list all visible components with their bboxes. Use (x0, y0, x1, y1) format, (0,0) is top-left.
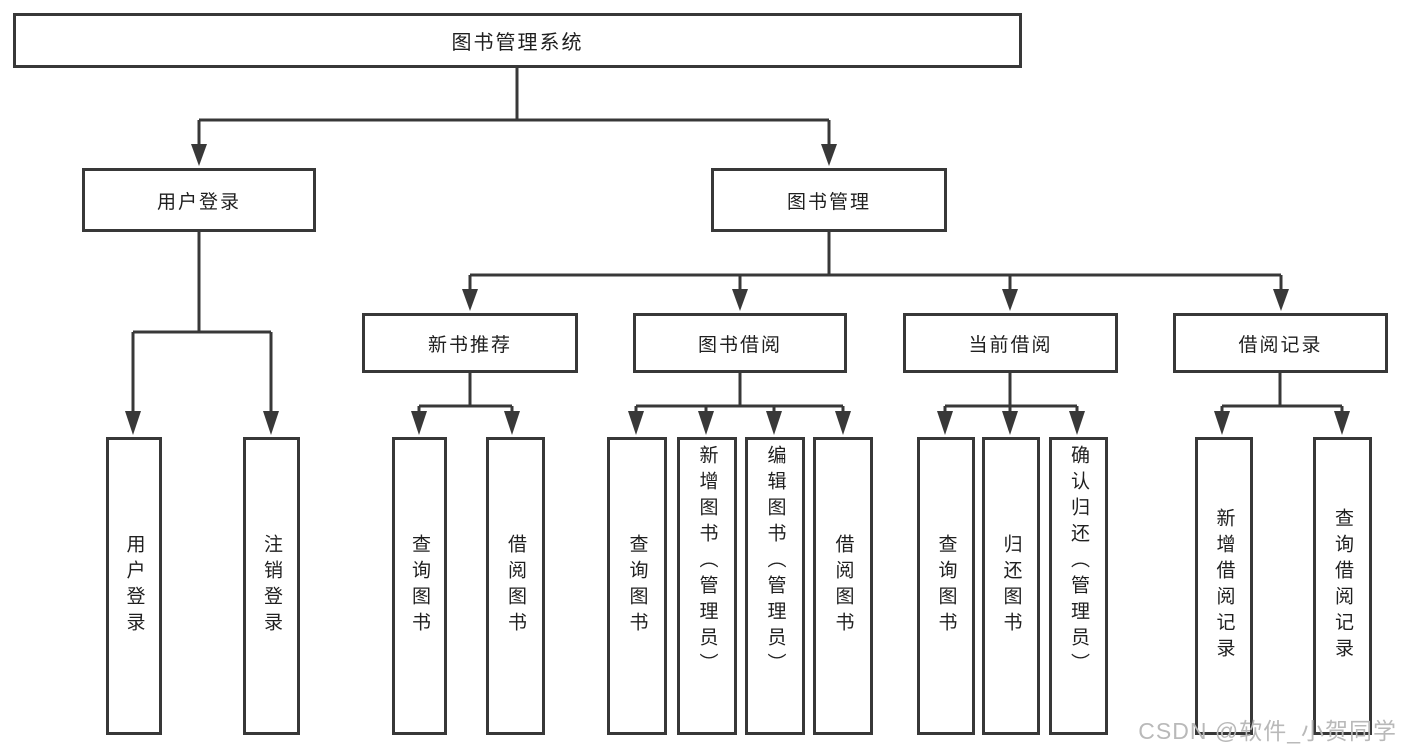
arrowhead-book-borrow-leaf-4 (835, 411, 851, 435)
leaf-query-books-2: 查询图书 (607, 437, 667, 735)
node-new-books-label: 新书推荐 (427, 334, 512, 356)
arrowhead-current-borrow-leaf-1 (937, 411, 953, 435)
leaf-borrow-books-2: 借阅图书 (813, 437, 873, 735)
arrowhead-user-login-leaf (125, 411, 141, 435)
node-new-books: 新书推荐 (362, 313, 578, 373)
leaf-query-borrow-record-label: 查询借阅记录 (1332, 508, 1353, 664)
leaf-return-books: 归还图书 (982, 437, 1040, 735)
leaf-borrow-books-2-label: 借阅图书 (832, 534, 854, 638)
connector-current-borrow-rail (943, 404, 1079, 413)
connector-book-borrow-rail (634, 404, 845, 413)
node-borrow-records-label: 借阅记录 (1238, 334, 1323, 356)
leaf-add-book-admin: 新增图书（管理员） (677, 437, 737, 735)
connector-level3-rail (468, 273, 1283, 290)
leaf-return-books-label: 归还图书 (1000, 534, 1022, 638)
leaf-logout-label: 注销登录 (261, 534, 282, 638)
arrowhead-new-books (462, 289, 478, 311)
leaf-edit-book-admin-label: 编辑图书（管理员） (764, 445, 786, 679)
node-current-borrow: 当前借阅 (903, 313, 1118, 373)
connector-level2-rail (197, 118, 831, 146)
leaf-edit-book-admin: 编辑图书（管理员） (745, 437, 805, 735)
node-root: 图书管理系统 (13, 13, 1022, 68)
leaf-borrow-books-1: 借阅图书 (486, 437, 545, 735)
leaf-add-borrow-record: 新增借阅记录 (1195, 437, 1253, 735)
watermark: CSDN @软件_小贺同学 (1138, 718, 1397, 744)
leaf-confirm-return-admin-label: 确认归还（管理员） (1068, 445, 1089, 679)
connector-user-login-rail (131, 330, 273, 413)
arrowhead-new-books-leaf-2 (504, 411, 520, 435)
arrowhead-current-borrow (1002, 289, 1018, 311)
leaf-user-login-label: 用户登录 (123, 534, 145, 638)
node-user-login: 用户登录 (82, 168, 316, 232)
arrowhead-logout-leaf (263, 411, 279, 435)
leaf-confirm-return-admin: 确认归还（管理员） (1049, 437, 1108, 735)
leaf-logout: 注销登录 (243, 437, 300, 735)
arrowhead-borrow-records (1273, 289, 1289, 311)
leaf-add-book-admin-label: 新增图书（管理员） (696, 445, 718, 679)
arrowhead-book-borrow-leaf-3 (766, 411, 782, 435)
arrowhead-current-borrow-leaf-2 (1002, 411, 1018, 435)
leaf-query-books-3: 查询图书 (917, 437, 975, 735)
node-root-label: 图书管理系统 (451, 32, 584, 54)
arrowhead-new-books-leaf-1 (411, 411, 427, 435)
leaf-query-books-1: 查询图书 (392, 437, 447, 735)
node-current-borrow-label: 当前借阅 (968, 334, 1053, 356)
connector-new-books-rail (417, 404, 514, 413)
arrowhead-current-borrow-leaf-3 (1069, 411, 1085, 435)
arrowhead-borrow-records-leaf-1 (1214, 411, 1230, 435)
arrowhead-book-borrow (732, 289, 748, 311)
leaf-query-books-1-label: 查询图书 (409, 534, 430, 638)
node-book-borrow-label: 图书借阅 (697, 334, 782, 356)
arrowhead-user-login (191, 144, 207, 166)
arrowhead-book-borrow-leaf-2 (698, 411, 714, 435)
node-book-management-label: 图书管理 (786, 191, 871, 213)
leaf-user-login: 用户登录 (106, 437, 162, 735)
node-borrow-records: 借阅记录 (1173, 313, 1388, 373)
node-book-management: 图书管理 (711, 168, 947, 232)
connector-borrow-records-rail (1220, 404, 1344, 413)
leaf-borrow-books-1-label: 借阅图书 (505, 534, 526, 638)
arrowhead-book-borrow-leaf-1 (628, 411, 644, 435)
leaf-add-borrow-record-label: 新增借阅记录 (1213, 508, 1235, 664)
node-book-borrow: 图书借阅 (633, 313, 847, 373)
leaf-query-borrow-record: 查询借阅记录 (1313, 437, 1372, 735)
arrowhead-borrow-records-leaf-2 (1334, 411, 1350, 435)
node-user-login-label: 用户登录 (156, 191, 241, 213)
leaf-query-books-3-label: 查询图书 (935, 534, 957, 638)
leaf-query-books-2-label: 查询图书 (626, 534, 648, 638)
arrowhead-book-management (821, 144, 837, 166)
